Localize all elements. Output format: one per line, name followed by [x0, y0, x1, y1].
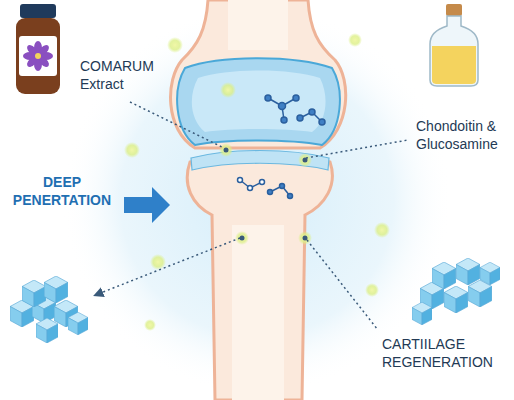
- cube-cluster: [10, 276, 88, 343]
- meniscus: [191, 151, 329, 171]
- tibia-bone: [187, 155, 332, 400]
- leader-lines: [98, 102, 408, 330]
- bone-marrow: [232, 225, 284, 400]
- cartilage-inner: [192, 71, 326, 133]
- callout-label: COMARUM Extract: [80, 58, 166, 93]
- callout-label: Chondoitin & Glucosamine: [416, 118, 510, 153]
- supplement-vial: [430, 4, 478, 86]
- leader-dots: [224, 148, 308, 241]
- extract-bottle: [16, 4, 60, 94]
- glow-dots: [124, 33, 390, 331]
- femur-bone: [171, 0, 346, 148]
- molecule-group: [238, 95, 326, 199]
- bone-marrow: [228, 0, 288, 50]
- callout-label: CARTIILAGE REGENERATION: [382, 336, 510, 371]
- penetration-arrow: [124, 187, 170, 223]
- cartilage-cap: [177, 58, 340, 145]
- cube-cluster: [412, 258, 500, 325]
- callout-label: DEEP PENERTATION: [4, 174, 120, 209]
